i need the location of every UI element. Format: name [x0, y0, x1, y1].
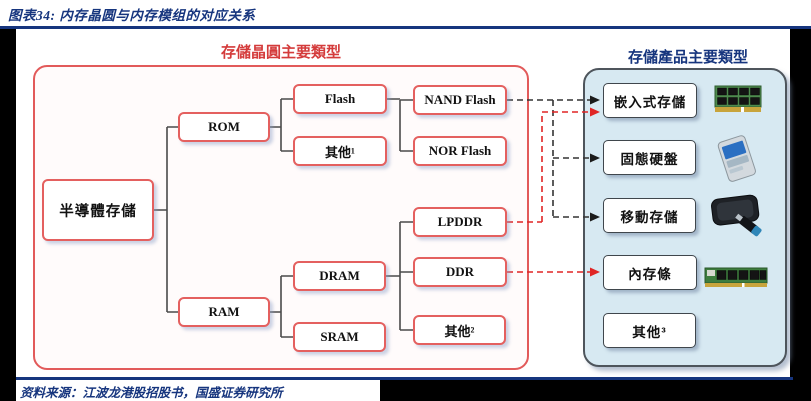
- page-edge-right-black: [790, 29, 811, 401]
- node-lpddr: LPDDR: [413, 207, 507, 237]
- source-note: 资料来源：江波龙港股招股书，国盛证券研究所: [20, 386, 283, 400]
- node-ram: RAM: [178, 297, 270, 327]
- sodimm-module-icon: [714, 85, 762, 120]
- node-ddr: DDR: [413, 257, 507, 287]
- page-edge-bottom-black: [380, 380, 811, 401]
- node-other1: 其他¹: [293, 136, 387, 166]
- node-sram: SRAM: [293, 322, 386, 352]
- node-nor-flash: NOR Flash: [413, 136, 507, 166]
- node-nand-flash: NAND Flash: [413, 85, 507, 115]
- product-panel-header: 存儲產品主要類型: [627, 49, 748, 66]
- node-flash: Flash: [293, 84, 387, 114]
- page-edge-left-black: [0, 29, 16, 401]
- bottom-rule: [16, 377, 793, 380]
- source-strip: [16, 380, 380, 401]
- node-dram: DRAM: [293, 261, 386, 291]
- wafer-panel-header: 存儲晶圓主要類型: [220, 44, 341, 61]
- portable-drive-usb-icon: [708, 193, 772, 248]
- figure-title: 图表34: 内存晶圆与内存模组的对应关系: [8, 8, 256, 23]
- dimm-module-icon: [704, 265, 768, 296]
- node-semiconductor-storage: 半導體存儲: [42, 179, 154, 241]
- node-rom: ROM: [178, 112, 270, 142]
- node-other2: 其他²: [413, 315, 506, 345]
- product-mobile-storage: 移動存儲: [603, 198, 696, 233]
- product-ssd: 固態硬盤: [603, 140, 696, 175]
- ssd-icon: [712, 134, 762, 189]
- product-memory-module: 內存條: [603, 255, 697, 290]
- top-rule: [0, 26, 811, 29]
- product-other3: 其他³: [603, 313, 696, 348]
- product-embedded-storage: 嵌入式存儲: [603, 83, 697, 118]
